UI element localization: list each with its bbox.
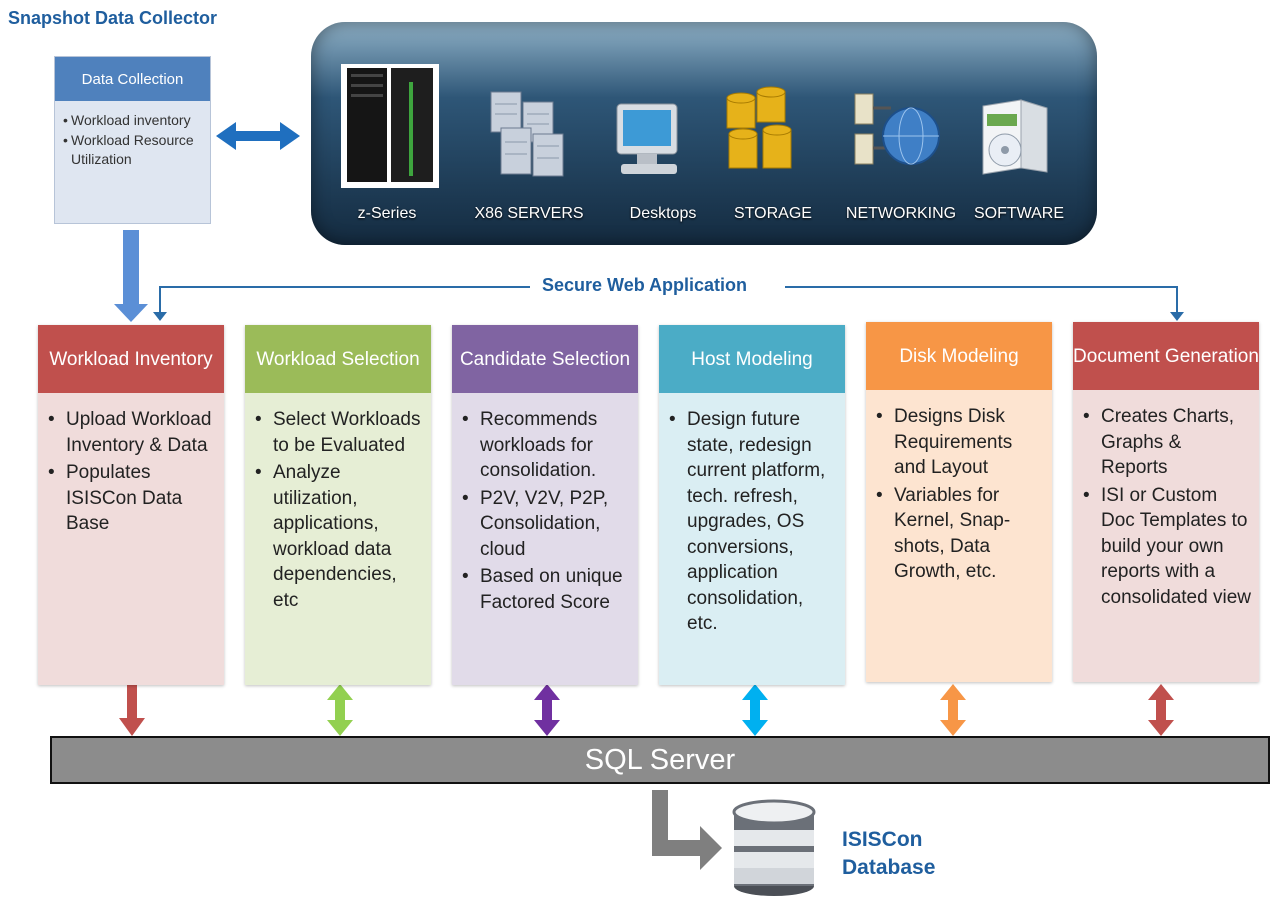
networking-icon (854, 93, 940, 165)
module-feature-item: Based on unique Factored Score (462, 564, 632, 615)
module-body: Designs Disk Requirements and LayoutVari… (866, 390, 1052, 682)
module-feature-list: Creates Charts, Graphs & ReportsISI or C… (1083, 404, 1253, 612)
module-title: Candidate Selection (452, 325, 638, 393)
module-sql-arrow (940, 684, 966, 736)
module-feature-item: Recommends workloads for consolidation. (462, 407, 632, 484)
module-card: Candidate SelectionRecommends workloads … (452, 325, 638, 685)
servers-icon (490, 91, 564, 177)
data-collection-header: Data Collection (55, 57, 210, 101)
module-card: Document GenerationCreates Charts, Graph… (1073, 322, 1259, 682)
module-feature-item: ISI or Custom Doc Templates to build you… (1083, 483, 1253, 611)
module-body: Upload Workload Inventory & DataPopulate… (38, 393, 224, 685)
module-feature-list: Select Workloads to be EvaluatedAnalyze … (255, 407, 425, 615)
data-collection-item: Workload inventory (63, 111, 208, 131)
sql-server-label: SQL Server (584, 743, 736, 776)
database-label: ISISCon Database (842, 828, 936, 879)
module-title: Host Modeling (659, 325, 845, 393)
module-card: Workload SelectionSelect Workloads to be… (245, 325, 431, 685)
collector-down-arrow (114, 230, 148, 322)
module-sql-arrow (1148, 684, 1174, 736)
module-sql-arrow (119, 684, 145, 736)
data-collection-box: Data Collection Workload inventory Workl… (54, 56, 211, 224)
module-body: Creates Charts, Graphs & ReportsISI or C… (1073, 390, 1259, 682)
data-collection-item: Workload Resource Utilization (63, 131, 208, 170)
module-feature-item: Analyze utilization, applications, workl… (255, 460, 425, 613)
infra-label: NETWORKING (845, 205, 957, 222)
sql-to-db-arrow (652, 790, 722, 870)
module-feature-list: Design future state, redesign current pl… (669, 407, 839, 639)
module-sql-arrow (327, 684, 353, 736)
infra-label: z-Series (357, 205, 417, 222)
storage-icon (726, 86, 792, 169)
sql-server-bar: SQL Server (50, 736, 1270, 784)
module-body: Select Workloads to be EvaluatedAnalyze … (245, 393, 431, 685)
module-feature-item: Design future state, redesign current pl… (669, 407, 839, 637)
module-card: Disk ModelingDesigns Disk Requirements a… (866, 322, 1052, 682)
mainframe-icon (341, 64, 439, 188)
module-card: Host ModelingDesign future state, redesi… (659, 325, 845, 685)
software-icon (982, 99, 1048, 175)
infra-label: SOFTWARE (973, 205, 1065, 222)
secure-web-arrow-left (153, 312, 167, 321)
module-feature-item: P2V, V2V, P2P, Consolidation, cloud (462, 486, 632, 563)
module-title: Document Generation (1073, 322, 1259, 390)
infra-label: X86 SERVERS (474, 205, 584, 222)
module-feature-list: Upload Workload Inventory & DataPopulate… (48, 407, 218, 539)
secure-web-arrow-right (1170, 312, 1184, 321)
module-title: Workload Inventory (38, 325, 224, 393)
module-feature-item: Select Workloads to be Evaluated (255, 407, 425, 458)
data-collection-list: Workload inventory Workload Resource Uti… (63, 111, 208, 170)
module-feature-list: Recommends workloads for consolidation.P… (462, 407, 632, 617)
module-feature-item: Populates ISISCon Data Base (48, 460, 218, 537)
desktop-icon (616, 103, 678, 174)
secure-web-line (159, 286, 1178, 316)
collector-title: Snapshot Data Collector (8, 8, 218, 28)
database-icon (732, 799, 816, 896)
collector-link-arrow (216, 122, 300, 150)
module-body: Recommends workloads for consolidation.P… (452, 393, 638, 685)
module-feature-item: Creates Charts, Graphs & Reports (1083, 404, 1253, 481)
module-feature-list: Designs Disk Requirements and LayoutVari… (876, 404, 1046, 587)
infra-label: Desktops (629, 205, 697, 222)
module-sql-arrow (534, 684, 560, 736)
module-feature-item: Upload Workload Inventory & Data (48, 407, 218, 458)
module-feature-item: Variables for Kernel, Snap-shots, Data G… (876, 483, 1046, 585)
module-body: Design future state, redesign current pl… (659, 393, 845, 685)
secure-web-label: Secure Web Application (536, 275, 754, 296)
module-card: Workload InventoryUpload Workload Invent… (38, 325, 224, 685)
infrastructure-panel: z-Series X86 SERVERS Desktops STORAGE NE… (311, 22, 1097, 245)
module-title: Workload Selection (245, 325, 431, 393)
module-feature-item: Designs Disk Requirements and Layout (876, 404, 1046, 481)
module-sql-arrow (742, 684, 768, 736)
infra-label: STORAGE (734, 205, 812, 222)
module-title: Disk Modeling (866, 322, 1052, 390)
